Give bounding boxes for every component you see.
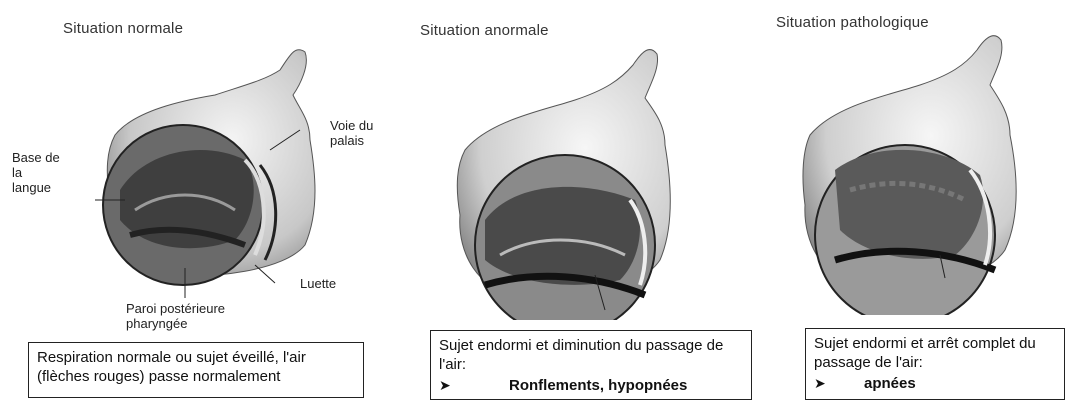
caption-anormale: Sujet endormi et diminution du passage d… bbox=[430, 330, 752, 400]
caption-anormale-bullet: ➤ Ronflements, hypopnées bbox=[439, 376, 743, 395]
head-illustration-anormale bbox=[445, 40, 695, 320]
label-voie-palais: Voie du palais bbox=[330, 118, 373, 148]
head-illustration-pathologique bbox=[795, 30, 1045, 315]
caption-normal-text: Respiration normale ou sujet éveillé, l'… bbox=[37, 349, 306, 385]
label-luette: Luette bbox=[300, 276, 336, 291]
caption-anormale-text: Sujet endormi et diminution du passage d… bbox=[439, 336, 743, 374]
caption-pathologique-text: Sujet endormi et arrêt complet du passag… bbox=[814, 334, 1056, 372]
panel-3-title: Situation pathologique bbox=[776, 14, 929, 31]
caption-anormale-bullet-text: Ronflements, hypopnées bbox=[509, 376, 687, 395]
caption-normal: Respiration normale ou sujet éveillé, l'… bbox=[28, 342, 364, 398]
bullet-arrow-icon: ➤ bbox=[439, 376, 467, 395]
caption-pathologique-bullet: ➤ apnées bbox=[814, 374, 1056, 393]
label-paroi: Paroi postérieure pharyngée bbox=[126, 301, 225, 331]
panel-1-title: Situation normale bbox=[63, 20, 183, 37]
caption-pathologique: Sujet endormi et arrêt complet du passag… bbox=[805, 328, 1065, 400]
head-illustration-normal bbox=[95, 40, 335, 305]
panel-2-title: Situation anormale bbox=[420, 22, 549, 39]
caption-pathologique-bullet-text: apnées bbox=[864, 374, 916, 393]
bullet-arrow-icon: ➤ bbox=[814, 374, 842, 393]
label-base-langue: Base de la langue bbox=[12, 150, 60, 195]
